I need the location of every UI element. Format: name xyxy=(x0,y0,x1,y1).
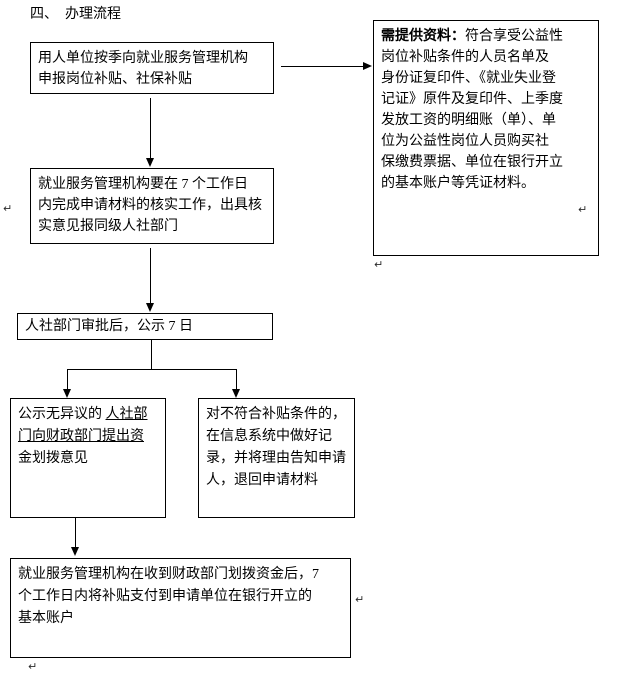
materials-first-line: 需提供资料：符合享受公益性 xyxy=(381,26,591,47)
flow-box-apply: 用人单位按季向就业服务管理机构 申报岗位补贴、社保补贴 xyxy=(30,42,274,94)
paragraph-mark-icon: ↵ xyxy=(355,593,365,606)
arrowhead-down-icon xyxy=(146,158,154,167)
connector-stem xyxy=(151,340,152,370)
paragraph-mark-icon: ↵ xyxy=(28,660,38,673)
flow-box-fund: 公示无异议的 人社部 门向财政部门提出资 金划拨意见 xyxy=(10,398,166,518)
arrow-line-to-fund xyxy=(67,369,68,390)
arrowhead-down-icon xyxy=(232,389,240,398)
arrowhead-down-icon xyxy=(71,547,79,556)
paragraph-mark-icon: ↵ xyxy=(578,203,588,216)
arrowhead-down-icon xyxy=(146,303,154,312)
fund-line1-underlined: 人社部 xyxy=(105,407,148,422)
flow-box-payment: 就业服务管理机构在收到财政部门划拨资金后，7 个工作日内将补贴支付到申请单位在银… xyxy=(10,558,351,658)
arrow-line-fund-to-payment xyxy=(75,518,76,548)
fund-line3: 金划拨意见 xyxy=(18,451,88,466)
materials-rest-lines: 岗位补贴条件的人员名单及 身份证复印件、《就业失业登 记证》原件及复印件、上季度… xyxy=(381,50,563,191)
arrow-line-apply-to-verify xyxy=(150,98,151,158)
materials-label: 需提供资料： xyxy=(381,29,465,44)
paragraph-mark-icon: ↵ xyxy=(3,202,13,215)
arrowhead-right-icon xyxy=(363,62,372,70)
arrow-line-to-reject xyxy=(236,369,237,390)
paragraph-mark-icon: ↵ xyxy=(374,258,384,271)
approve-text: 人社部门审批后，公示 7 日 xyxy=(25,319,193,334)
page-title: 四、 办理流程 xyxy=(30,7,121,22)
flow-box-approve: 人社部门审批后，公示 7 日 xyxy=(17,313,273,340)
fund-line1-normal: 公示无异议的 xyxy=(18,407,106,422)
arrow-line-apply-to-materials xyxy=(281,66,363,67)
arrowhead-down-icon xyxy=(63,389,71,398)
flow-box-verify: 就业服务管理机构要在 7 个工作日 内完成申请材料的核实工作，出具核 实意见报同… xyxy=(30,168,274,244)
arrow-line-verify-to-approve xyxy=(150,248,151,303)
flow-box-materials-note: 需提供资料：符合享受公益性 岗位补贴条件的人员名单及 身份证复印件、《就业失业登… xyxy=(373,20,599,256)
fund-line2-underlined: 门向财政部门提出资 xyxy=(18,429,144,444)
fund-line2: 门向财政部门提出资 xyxy=(18,426,158,448)
fund-line1: 公示无异议的 人社部 xyxy=(18,404,158,426)
materials-first-line-rest: 符合享受公益性 xyxy=(465,29,563,44)
connector-branch xyxy=(67,369,237,370)
flow-box-reject: 对不符合补贴条件的， 在信息系统中做好记 录，并将理由告知申请 人，退回申请材料 xyxy=(198,398,355,518)
